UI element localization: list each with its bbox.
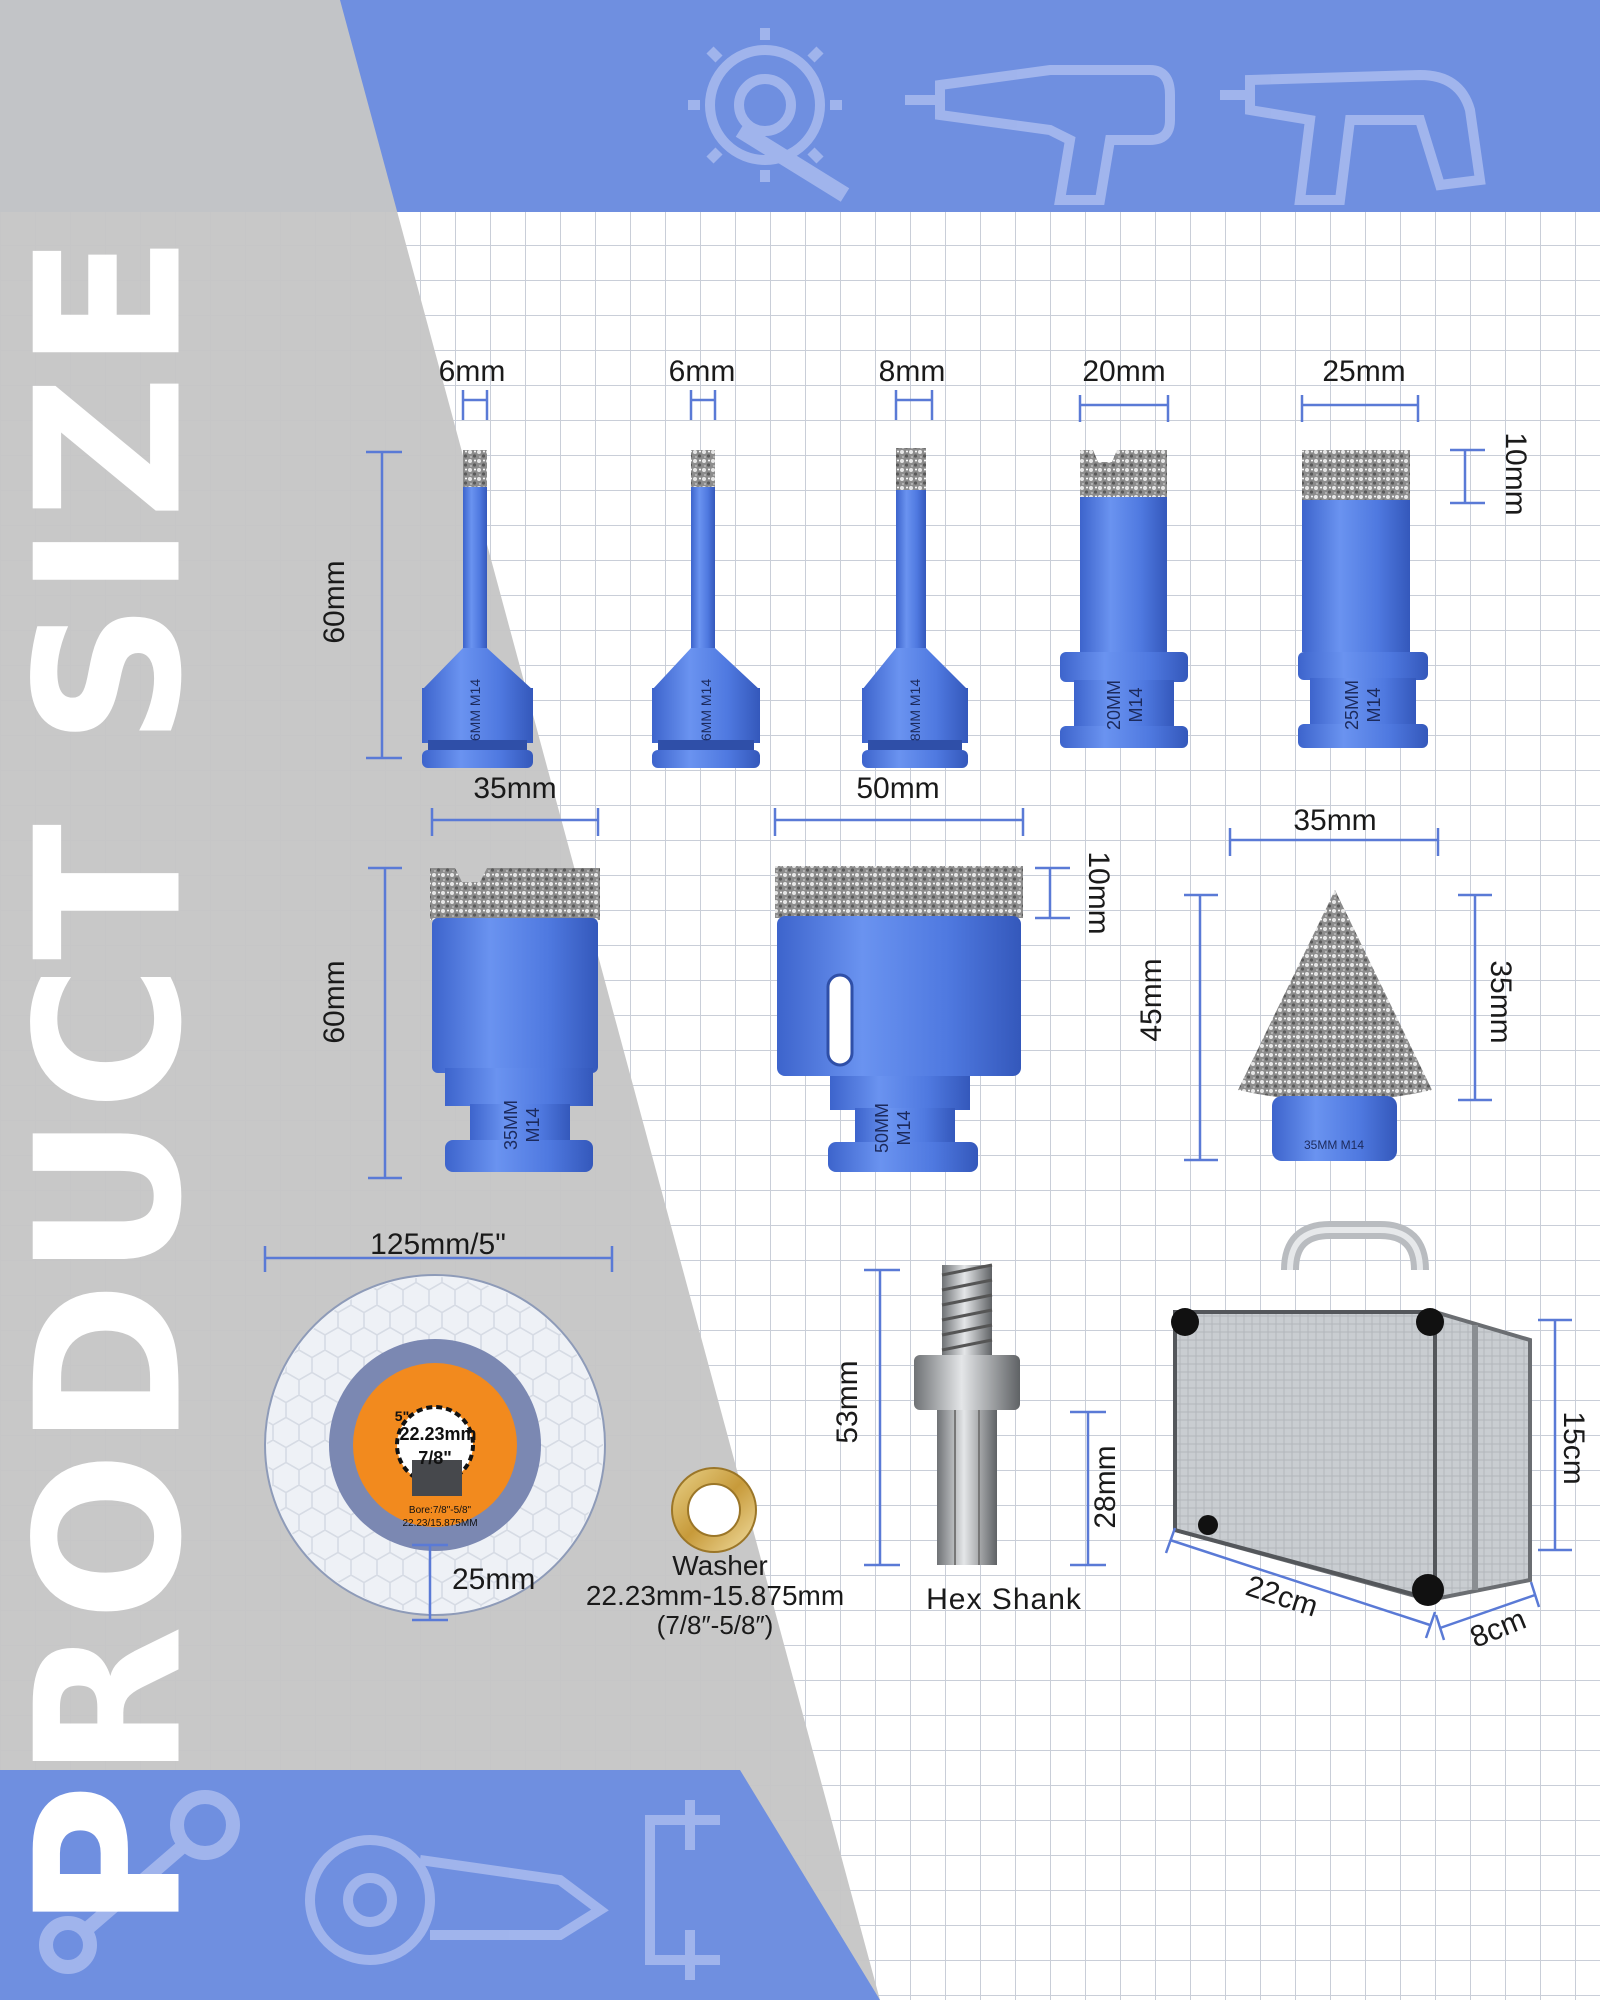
blade-bore-inch: 7/8" <box>418 1448 452 1468</box>
bit4-width-label: 20mm <box>1082 355 1166 388</box>
core-bit-20mm <box>1060 450 1188 748</box>
bit1-width-label: 6mm <box>438 355 506 388</box>
bit3-engraving: 8MM M14 <box>907 678 923 742</box>
core-bit-8mm <box>862 448 968 768</box>
cone-engraving: 35MM M14 <box>1303 1138 1365 1152</box>
chamfer-cone-bit <box>1238 890 1432 1161</box>
washer <box>671 1467 757 1553</box>
hammer-drill-icon <box>1220 69 1486 205</box>
dimension-lines <box>263 390 1572 1641</box>
bit35-width-label: 35mm <box>473 772 557 805</box>
blade-radius-label: 25mm <box>452 1563 536 1596</box>
case-height-label: 15cm <box>1557 1411 1590 1485</box>
blade-size-inch: 5" <box>394 1408 410 1424</box>
row1-height-label: 60mm <box>318 560 351 644</box>
bit35-height-label: 60mm <box>318 960 351 1044</box>
top-segment-height-label: 10mm <box>1499 432 1532 516</box>
bit5-engraving-size: 25MM <box>1342 679 1362 731</box>
cordless-drill-icon <box>905 65 1175 205</box>
core-bit-6mm-a <box>422 450 533 768</box>
bit50-engraving-size: 50MM <box>872 1102 892 1154</box>
bit50-engraving-thread: M14 <box>894 1110 914 1146</box>
core-bit-25mm <box>1298 450 1428 748</box>
cutting-blade <box>264 1274 606 1616</box>
bit5-engraving-thread: M14 <box>1364 687 1384 723</box>
blade-bore-mm-text: 22.23/15.875MM <box>402 1518 478 1529</box>
cone-total-height-label: 45mm <box>1135 958 1168 1042</box>
blade-bore-mm: 22.23mm <box>399 1424 477 1444</box>
washer-inch-label: (7/8″-5/8″) <box>656 1610 774 1640</box>
mid-segment-height-label: 10mm <box>1082 851 1115 935</box>
angle-grinder-icon <box>305 1835 609 1965</box>
shank-hex-length-label: 28mm <box>1089 1445 1122 1529</box>
bit2-engraving: 6MM M14 <box>698 678 714 742</box>
c-clamp-icon <box>645 1800 720 1980</box>
bit50-width-label: 50mm <box>856 772 940 805</box>
aluminium-case <box>1171 1221 1532 1606</box>
washer-label: Washer <box>672 1550 768 1581</box>
core-bit-35mm <box>430 868 600 1172</box>
bit2-width-label: 6mm <box>668 355 736 388</box>
blade-bore-text: Bore:7/8"-5/8" <box>408 1505 472 1516</box>
bit35-engraving-thread: M14 <box>523 1107 543 1143</box>
bit4-engraving-thread: M14 <box>1126 687 1146 723</box>
cone-head-height-label: 35mm <box>1484 960 1517 1044</box>
core-bit-50mm <box>775 866 1023 1172</box>
page-title: PRODUCT SIZE <box>0 230 227 1930</box>
blade-diameter-label: 125mm/5" <box>370 1228 506 1261</box>
gear-wrench-icon <box>688 28 850 202</box>
wrench-icon <box>39 1790 240 1974</box>
cone-width-label: 35mm <box>1293 804 1377 837</box>
bit5-width-label: 25mm <box>1322 355 1406 388</box>
bit1-engraving: 6MM M14 <box>467 678 483 742</box>
hex-shank <box>914 1263 1020 1565</box>
hex-shank-label: Hex Shank <box>926 1583 1082 1616</box>
core-bit-6mm-b <box>652 450 760 768</box>
bit35-engraving-size: 35MM <box>501 1099 521 1151</box>
bit3-width-label: 8mm <box>878 355 946 388</box>
shank-total-length-label: 53mm <box>831 1360 864 1444</box>
bit4-engraving-size: 20MM <box>1104 679 1124 731</box>
washer-size-label: 22.23mm-15.875mm <box>585 1580 845 1611</box>
